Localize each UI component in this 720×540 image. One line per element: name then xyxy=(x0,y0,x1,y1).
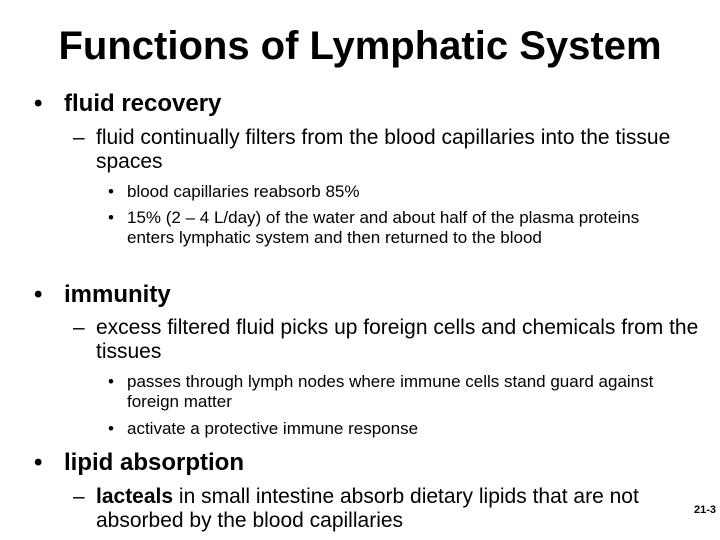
point-text: activate a protective immune response xyxy=(127,419,419,438)
point-text: blood capillaries reabsorb 85% xyxy=(127,182,360,201)
point-text: 15% (2 – 4 L/day) of the water and about… xyxy=(127,208,640,247)
point-immune-response: • activate a protective immune response xyxy=(108,419,668,439)
heading-text: lipid absorption xyxy=(64,449,244,476)
sub-bullet-lacteals: – lacteals in small intestine absorb die… xyxy=(73,485,688,533)
heading-text: immunity xyxy=(64,281,171,308)
point-fifteen-percent: • 15% (2 – 4 L/day) of the water and abo… xyxy=(108,208,663,248)
bullet-icon: • xyxy=(34,449,43,476)
dash-icon: – xyxy=(73,485,85,508)
sub-bullet-excess-fluid: – excess filtered fluid picks up foreign… xyxy=(73,316,713,364)
bullet-icon: • xyxy=(108,208,114,227)
bullet-icon: • xyxy=(108,372,114,391)
bullet-icon: • xyxy=(108,182,114,201)
heading-text: fluid recovery xyxy=(64,90,222,117)
term-lacteals: lacteals xyxy=(96,485,174,508)
sub-bullet-fluid-filters: – fluid continually filters from the blo… xyxy=(73,126,693,174)
bullet-heading-lipid-absorption: • lipid absorption xyxy=(34,449,244,477)
bullet-icon: • xyxy=(108,419,114,438)
dash-icon: – xyxy=(73,316,85,339)
sub-bullet-rest: in small intestine absorb dietary lipids… xyxy=(96,485,639,532)
bullet-icon: • xyxy=(34,90,43,117)
bullet-icon: • xyxy=(34,281,43,308)
point-reabsorb: • blood capillaries reabsorb 85% xyxy=(108,182,668,202)
point-text: passes through lymph nodes where immune … xyxy=(127,372,654,411)
sub-bullet-text: excess filtered fluid picks up foreign c… xyxy=(96,316,699,363)
dash-icon: – xyxy=(73,126,85,149)
point-lymph-nodes: • passes through lymph nodes where immun… xyxy=(108,372,688,412)
bullet-heading-fluid-recovery: • fluid recovery xyxy=(34,90,221,118)
slide-title: Functions of Lymphatic System xyxy=(58,24,662,68)
sub-bullet-text: fluid continually filters from the blood… xyxy=(96,126,671,173)
sub-bullet-text: lacteals in small intestine absorb dieta… xyxy=(73,485,688,533)
bullet-heading-immunity: • immunity xyxy=(34,281,171,309)
slide-number: 21-3 xyxy=(693,504,716,516)
